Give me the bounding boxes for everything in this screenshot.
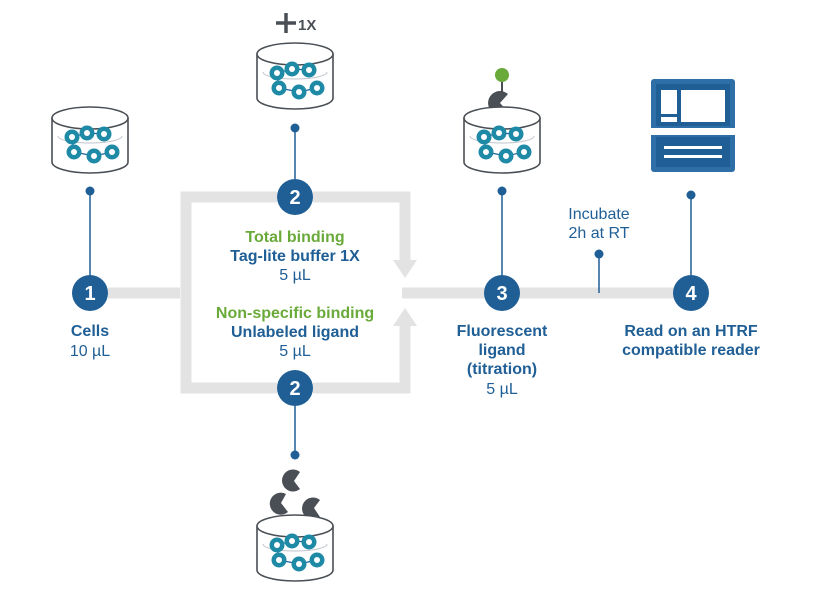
read-line1: Read on an HTRF — [624, 323, 758, 340]
step-badge-2-bottom: 2 — [277, 370, 313, 406]
svg-text:4: 4 — [685, 283, 697, 305]
arrowhead-up — [393, 308, 417, 326]
cell-well-icon — [256, 42, 334, 110]
htrf-reader-icon — [651, 79, 735, 172]
total-binding-reagent: Tag-lite buffer 1X — [230, 248, 360, 265]
flow-lines — [108, 191, 676, 394]
flow-loop-left — [180, 191, 277, 394]
fluorescent-ligand-line3: (titration) — [466, 361, 538, 378]
cell-well-icon — [51, 106, 129, 174]
unlabeled-ligand-icon — [269, 469, 320, 520]
step-badge-1: 1 — [72, 275, 108, 311]
connectors — [85, 123, 696, 460]
read-line2: compatible reader — [622, 342, 760, 359]
incubate-line2: 2h at RT — [568, 225, 630, 242]
cells-title: Cells — [70, 323, 110, 340]
nonspecific-binding-title: Non-specific binding — [215, 305, 375, 322]
cells-volume: 10 µL — [69, 343, 111, 360]
total-binding-title: Total binding — [245, 229, 345, 246]
fluorescent-ligand-volume: 5 µL — [486, 381, 518, 398]
step-badge-4: 4 — [673, 275, 709, 311]
step-badge-3: 3 — [484, 275, 520, 311]
step-badge-2-top: 2 — [277, 179, 313, 215]
nonspecific-binding-volume: 5 µL — [279, 343, 311, 360]
svg-text:2: 2 — [289, 187, 300, 209]
fluorescent-ligand-line2: ligand — [478, 342, 526, 359]
arrowhead-down — [393, 260, 417, 278]
flow-loop-bottom-right — [313, 324, 411, 394]
flow-loop-top-right — [313, 191, 411, 262]
incubate-line1: Incubate — [568, 206, 630, 223]
buffer-tag: 1X — [298, 17, 316, 34]
fluorescent-ligand-line1: Fluorescent — [456, 323, 548, 340]
plus-icon — [276, 13, 296, 33]
cell-well-icon — [256, 514, 334, 582]
nonspecific-binding-reagent: Unlabeled ligand — [230, 324, 359, 341]
svg-text:2: 2 — [289, 378, 300, 400]
svg-text:3: 3 — [496, 283, 507, 305]
total-binding-volume: 5 µL — [279, 267, 311, 284]
cell-well-icon — [463, 106, 541, 174]
svg-text:1: 1 — [84, 283, 95, 305]
